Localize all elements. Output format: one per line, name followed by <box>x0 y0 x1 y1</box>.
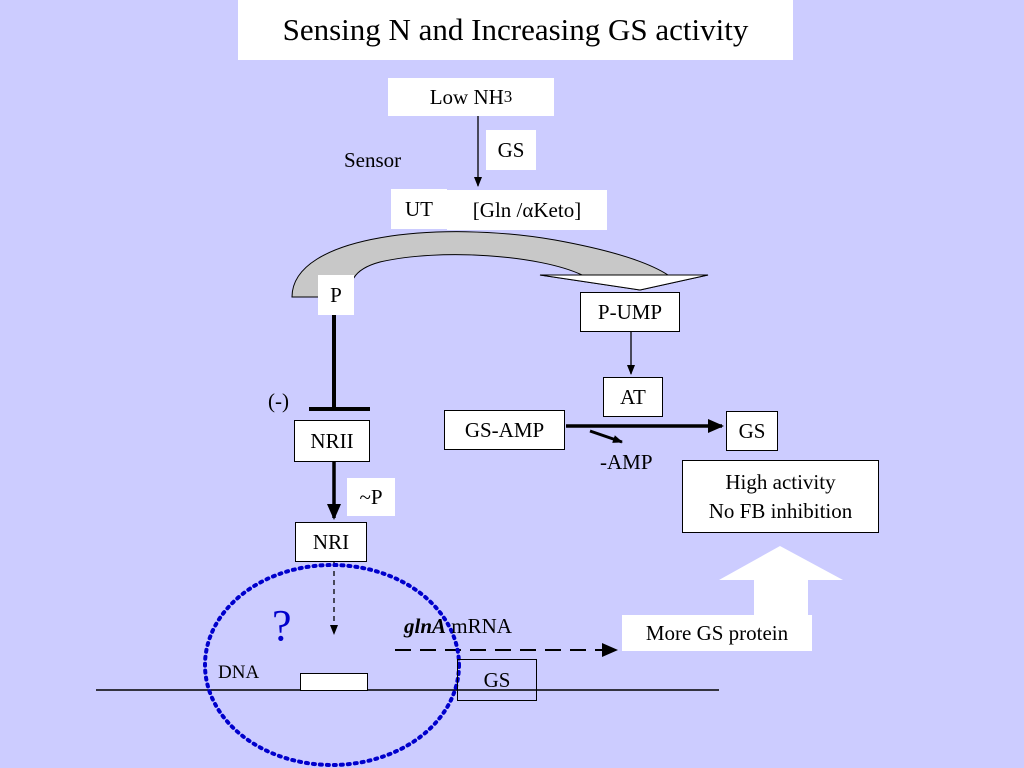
gln-keto-pre: [Gln / <box>472 197 523 222</box>
p-box: P <box>318 275 354 315</box>
curved-arrow-head <box>539 274 709 291</box>
dotted-circle <box>203 563 461 767</box>
gln-keto-post: Keto] <box>533 197 582 222</box>
ut-box: UT <box>391 189 447 229</box>
promoter-box <box>300 673 368 691</box>
gs-gene-box: GS <box>457 659 537 701</box>
question-mark: ? <box>272 601 292 650</box>
mrna-label: mRNA <box>446 614 512 638</box>
glna-mrna-label: glnA mRNA <box>404 614 512 639</box>
sensor-label: Sensor <box>344 148 402 172</box>
dna-label: DNA <box>218 662 260 683</box>
low-nh3-subscript: 3 <box>503 87 513 106</box>
high-activity-box: High activity No FB inhibition <box>682 460 879 533</box>
arrow-amp-release <box>589 429 623 444</box>
nri-box: NRI <box>295 522 367 562</box>
low-nh3-label: Low NH <box>429 84 504 109</box>
high-activity-line1: High activity <box>725 469 836 494</box>
at-box: AT <box>603 377 663 417</box>
gs-amp-box: GS-AMP <box>444 410 565 450</box>
more-gs-protein-box: More GS protein <box>622 615 812 651</box>
p-ump-box: P-UMP <box>580 292 680 332</box>
up-arrow <box>719 546 843 645</box>
inhibit-label: (-) <box>268 389 289 413</box>
amp-label: -AMP <box>600 450 653 474</box>
gs-top-box: GS <box>486 130 536 170</box>
alpha-symbol: α <box>522 197 534 222</box>
high-activity-line2: No FB inhibition <box>708 498 853 523</box>
phospho-box: ~P <box>347 478 395 516</box>
glna-gene-name: glnA <box>404 614 447 638</box>
nrii-box: NRII <box>294 420 370 462</box>
gs-active-box: GS <box>726 411 778 451</box>
page-title: Sensing N and Increasing GS activity <box>238 0 793 60</box>
